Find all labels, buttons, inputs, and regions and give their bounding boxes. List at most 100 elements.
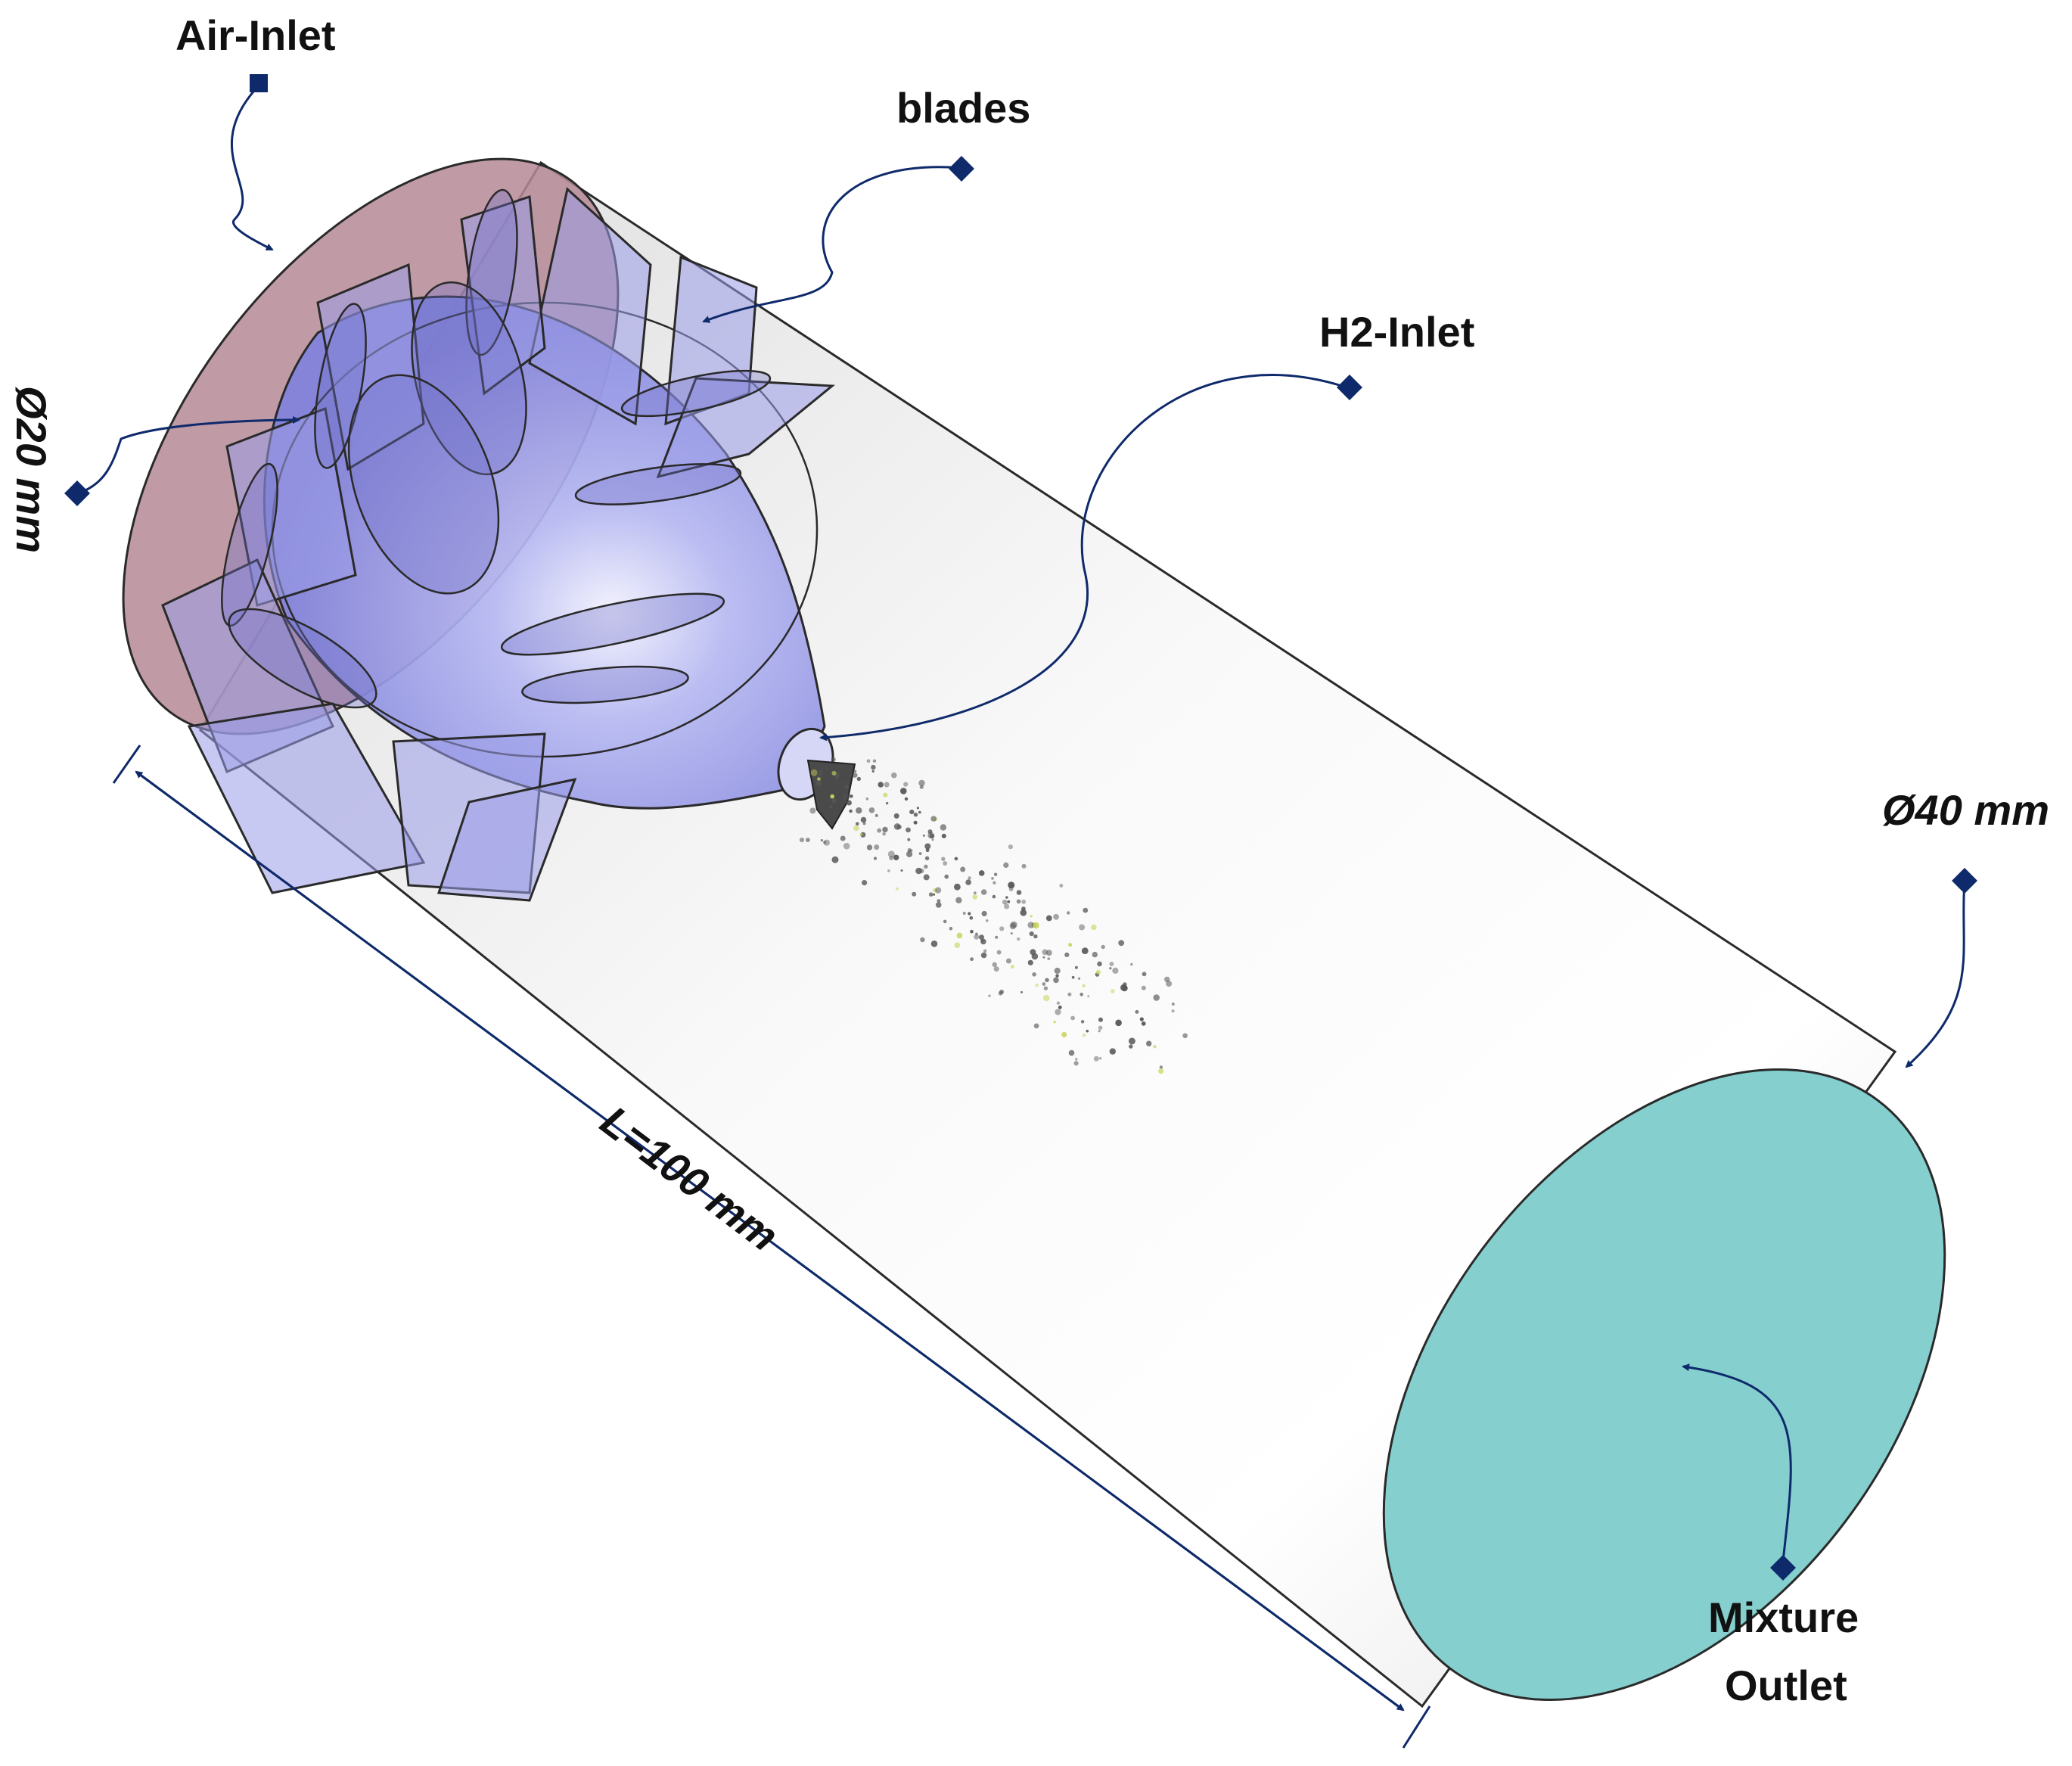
spray-particle <box>1021 863 1027 869</box>
spray-particle <box>986 919 989 922</box>
spray-particle <box>1002 899 1008 905</box>
spray-particle <box>1112 967 1119 974</box>
spray-particle <box>1153 994 1160 1001</box>
spray-particle <box>1033 1023 1039 1029</box>
spray-particle <box>820 776 824 779</box>
spray-particle <box>992 962 997 968</box>
spray-particle <box>973 891 977 895</box>
spray-particle <box>1097 961 1102 967</box>
spray-particle <box>1067 911 1070 915</box>
spray-particle <box>1101 944 1105 950</box>
spray-particle <box>1059 884 1064 888</box>
annotation-leaders <box>77 83 1966 1569</box>
spray-particle <box>877 828 882 833</box>
spray-particle <box>918 810 921 814</box>
spray-particle <box>1061 1031 1067 1037</box>
spray-particle <box>1079 924 1086 931</box>
h2-inlet-leader <box>819 374 1347 742</box>
spray-particle <box>941 857 946 861</box>
spray-particle <box>831 770 837 776</box>
spray-particle <box>980 939 984 943</box>
spray-particle <box>1141 1021 1146 1026</box>
spray-particle <box>1135 1009 1139 1014</box>
spray-particle <box>860 816 867 823</box>
spray-particle <box>979 934 984 941</box>
spray-particle <box>924 843 931 850</box>
spray-particle <box>862 880 868 886</box>
spray-particle <box>1020 990 1023 993</box>
spray-particle <box>968 912 971 916</box>
spray-particle <box>1115 1019 1122 1027</box>
spray-particle <box>862 822 866 825</box>
spray-particle <box>941 833 946 838</box>
spray-particle <box>1043 986 1048 990</box>
spray-particle <box>1074 965 1078 969</box>
spray-particle <box>799 838 805 843</box>
spray-particle <box>1011 965 1014 969</box>
spray-particle <box>954 883 961 891</box>
length-dimension <box>112 745 1431 1749</box>
spray-particle <box>859 833 862 836</box>
spray-particle <box>1020 909 1027 916</box>
spray-particle <box>1035 983 1039 987</box>
spray-particle <box>949 926 953 931</box>
inner-diameter-label: Ø20 mm <box>8 386 55 553</box>
spray-particle <box>1099 1057 1102 1060</box>
spray-particle <box>829 804 833 809</box>
spray-particle <box>1153 1044 1157 1049</box>
spray-particle <box>980 889 987 895</box>
spray-particle <box>1130 962 1133 966</box>
spray-particle <box>1071 975 1075 979</box>
spray-particle <box>1027 922 1035 928</box>
spray-particle <box>924 856 930 861</box>
spray-particle <box>972 894 977 900</box>
spray-particle <box>1053 913 1059 920</box>
spray-particle <box>844 785 849 789</box>
spray-particle <box>872 759 877 763</box>
spray-particle <box>1075 1058 1078 1061</box>
spray-particle <box>969 916 974 920</box>
spray-particle <box>843 842 850 850</box>
spray-particle <box>923 874 930 881</box>
spray-particle <box>1029 931 1034 937</box>
blade-slot-5 <box>574 463 742 505</box>
spray-particle <box>1139 1017 1144 1021</box>
spray-particle <box>852 773 858 778</box>
spray-particle <box>809 807 816 814</box>
spray-particle <box>1092 951 1098 958</box>
mixture-outlet-face <box>1382 1068 1946 1702</box>
spray-particle <box>1098 1030 1101 1033</box>
spray-particle <box>850 794 853 798</box>
inner-diameter-leader <box>77 416 300 495</box>
spray-particle <box>993 966 999 972</box>
spray-particle <box>1045 915 1052 922</box>
spray-particle <box>960 866 966 872</box>
outer-diameter-leader <box>1905 880 1966 1068</box>
spray-particle <box>856 776 862 782</box>
spray-particle <box>893 823 901 830</box>
spray-particle <box>928 892 933 897</box>
spray-particle <box>1109 1048 1117 1055</box>
spray-particle <box>1128 1037 1135 1045</box>
spray-particle <box>935 902 942 908</box>
spray-particle <box>1042 949 1048 956</box>
spray-particle <box>1158 1068 1164 1074</box>
spray-particle <box>924 864 928 869</box>
spray-particle <box>874 844 880 850</box>
spray-particle <box>1077 977 1081 980</box>
spray-particle <box>1098 1025 1103 1031</box>
spray-particle <box>817 777 821 782</box>
spray-particle <box>856 822 859 826</box>
spray-particle <box>968 876 971 880</box>
spray-particle <box>1056 1001 1061 1005</box>
spray-particle <box>993 872 998 876</box>
spray-particle <box>1008 844 1013 850</box>
spray-particle <box>882 832 886 836</box>
blades-leader <box>702 166 961 323</box>
blade-10 <box>460 194 546 396</box>
spray-particle <box>1047 957 1051 960</box>
spray-particle <box>849 809 853 813</box>
spray-particle <box>806 838 810 842</box>
spray-particle <box>909 810 915 815</box>
spray-particle <box>885 801 889 805</box>
